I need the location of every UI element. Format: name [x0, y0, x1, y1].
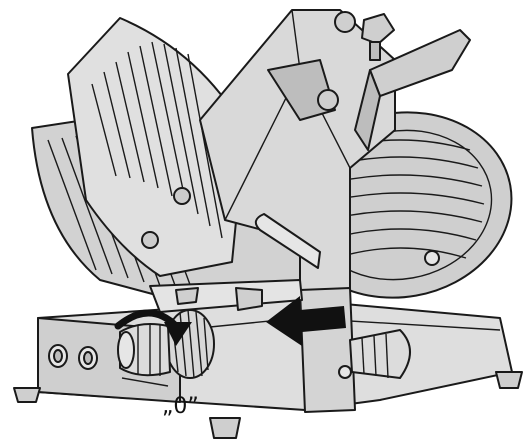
front-indicators [48, 344, 98, 370]
base-feet [13, 371, 523, 439]
label-leader-line [121, 377, 169, 387]
carriage-arm [199, 9, 396, 301]
guide-rod [354, 29, 471, 151]
top-knob [361, 13, 395, 61]
locking-knob [349, 329, 411, 379]
direction-arrow [266, 296, 346, 346]
zero-position-label: „0” [162, 394, 199, 419]
support-column [299, 287, 356, 413]
carriage-bar [149, 279, 303, 313]
rotation-arrow [114, 309, 192, 346]
food-carriage [67, 17, 246, 277]
